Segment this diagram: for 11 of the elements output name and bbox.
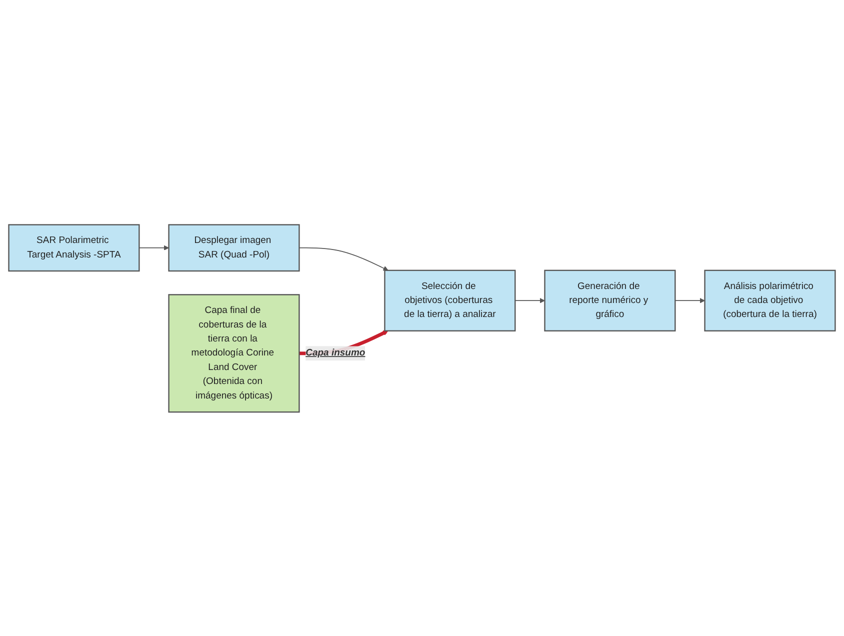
node-box: Generación de reporte numérico y gráfico: [544, 269, 676, 332]
node-box: Análisis polarimétrico de cada objetivo (cobertura de la tierra): [704, 269, 836, 332]
node-box: Desplegar imagen SAR (Quad -Pol): [168, 224, 300, 272]
edge-label: Capa insumo: [306, 348, 366, 358]
node-box: Selección de objetivos (coberturas de la tierra) a analizar: [384, 269, 516, 332]
arrow: [138, 244, 170, 250]
node-box: Capa final de coberturas de la tierra con la metodología Corine Land Cover (Obtenida con imágenes ópticas): [168, 294, 300, 412]
arrow: [298, 247, 388, 270]
arrow: [514, 298, 545, 303]
node-box: SAR Polarimetric Target Analysis -SPTA: [8, 224, 140, 272]
arrow: [674, 298, 706, 303]
